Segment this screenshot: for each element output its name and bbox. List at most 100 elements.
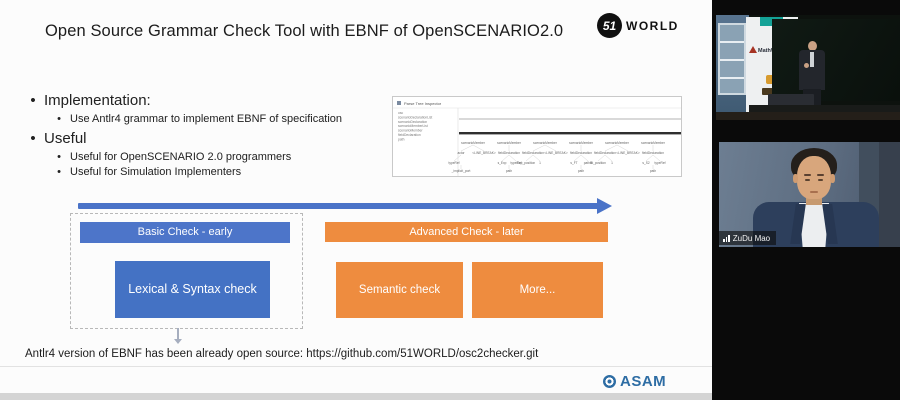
parse-tree-svg: Parse Tree InspectoroscscenarioDeclarati… — [393, 101, 681, 176]
video-tile-presenter-room[interactable]: MathWorks — [716, 15, 900, 120]
footnote-open-source-link: Antlr4 version of EBNF has been already … — [25, 348, 539, 360]
banner-teal-tab — [760, 17, 783, 26]
participant-ear — [793, 174, 798, 183]
svg-text:scenarioMember: scenarioMember — [461, 141, 486, 145]
bullet-implementation: • Implementation: — [22, 92, 151, 109]
svg-text:<LINE_BREAK>: <LINE_BREAK> — [616, 151, 640, 155]
bullet-sub-label: Use Antlr4 grammar to implement EBNF of … — [70, 113, 343, 125]
participant-neck — [806, 196, 822, 205]
presenter-hand — [804, 63, 809, 68]
footer-divider — [0, 366, 712, 367]
window-icon — [397, 101, 401, 105]
svg-text:scenarioMember: scenarioMember — [497, 141, 522, 145]
participant-eye — [818, 179, 823, 181]
participant-name-tag: ZuDu Mao — [719, 231, 777, 245]
presenter-shirt — [810, 52, 814, 67]
bullet-dot: • — [30, 92, 36, 109]
svg-text:_implicit_port: _implicit_port — [451, 169, 471, 173]
svg-text:fieldDeclaration: fieldDeclaration — [570, 151, 592, 155]
participant-eyebrow — [817, 174, 824, 176]
signal-bars-icon — [723, 234, 730, 242]
advanced-check-bar: Advanced Check - later — [325, 222, 608, 242]
svg-text:scenarioDeclarationList: scenarioDeclarationList — [398, 115, 432, 119]
svg-text:s_Exp: s_Exp — [498, 161, 507, 165]
svg-text:scenarioMember: scenarioMember — [569, 141, 594, 145]
svg-text:s_S2: s_S2 — [642, 161, 649, 165]
bullet-implementation-sub: • Use Antlr4 grammar to implement EBNF o… — [48, 113, 342, 125]
timeline-arrow — [78, 203, 599, 209]
basic-check-group-outline — [70, 213, 303, 329]
bullet-dot: • — [30, 130, 36, 147]
asam-logo-text: ASAM — [620, 373, 667, 390]
svg-text:scenarioDeclaration: scenarioDeclaration — [398, 120, 427, 124]
bullet-dot: • — [57, 113, 61, 125]
participant-ear — [830, 174, 835, 183]
bullet-useful-sub1: • Useful for OpenSCENARIO 2.0 programmer… — [48, 151, 291, 163]
participant-name: ZuDu Mao — [732, 233, 771, 243]
asam-logo-icon — [603, 375, 616, 388]
room-floor-edge — [716, 112, 900, 120]
participant-eyebrow — [804, 174, 811, 176]
svg-text:typeRef: typeRef — [511, 161, 522, 165]
asam-logo: ASAM — [603, 373, 666, 390]
presentation-slide: Open Source Grammar Check Tool with EBNF… — [0, 0, 712, 400]
video-tile-participant[interactable]: ZuDu Mao — [719, 142, 900, 247]
more-check-box: More... — [472, 262, 603, 318]
podium-desk — [768, 94, 814, 108]
bullet-dot: • — [57, 151, 61, 163]
51world-logo-word: WORLD — [626, 18, 679, 33]
presenter-head — [808, 41, 817, 51]
svg-text:osc: osc — [398, 111, 403, 115]
video-panel: MathWorks — [712, 0, 900, 400]
bullet-sub-label: Useful for Simulation Implementers — [70, 166, 242, 178]
background-corner — [879, 142, 900, 247]
svg-text:<LINE_BREAK>: <LINE_BREAK> — [472, 151, 496, 155]
svg-text:fieldDeclaration: fieldDeclaration — [498, 151, 520, 155]
svg-text:fieldDeclaration: fieldDeclaration — [594, 151, 616, 155]
bullet-label: Implementation: — [44, 92, 151, 109]
connector-arrow-icon — [174, 339, 182, 344]
svg-text:actor: actor — [457, 151, 465, 155]
svg-text:path: path — [578, 169, 584, 173]
svg-text:fieldDeclaration: fieldDeclaration — [642, 151, 664, 155]
svg-text:path: path — [650, 169, 656, 173]
svg-text:scenarioMember: scenarioMember — [533, 141, 558, 145]
svg-text:1: 1 — [539, 161, 541, 165]
slide-title: Open Source Grammar Check Tool with EBNF… — [45, 22, 564, 40]
svg-text:s_FT: s_FT — [570, 161, 577, 165]
svg-text:<LINE_BREAK>: <LINE_BREAK> — [544, 151, 568, 155]
bullet-useful: • Useful — [22, 130, 87, 147]
bullet-dot: • — [57, 166, 61, 178]
banner-logo-mark — [762, 88, 777, 95]
51world-logo-icon: 51 — [597, 13, 622, 38]
connector-line — [177, 328, 179, 339]
svg-text:At_position: At_position — [590, 161, 606, 165]
svg-text:scenarioMember: scenarioMember — [605, 141, 630, 145]
svg-text:typeRef: typeRef — [655, 161, 666, 165]
projection-screen — [772, 19, 900, 101]
bullet-label: Useful — [44, 130, 87, 147]
svg-text:fieldDeclaration: fieldDeclaration — [522, 151, 544, 155]
svg-text:scenarioMemberList: scenarioMemberList — [398, 124, 428, 128]
participant-eye — [805, 179, 810, 181]
mathworks-logo-icon — [749, 46, 757, 53]
svg-text:fieldDeclaration: fieldDeclaration — [398, 133, 421, 137]
slide-bottom-edge — [0, 393, 712, 400]
participant-face — [797, 156, 831, 199]
banner-logo-mark — [766, 75, 777, 84]
svg-text:Exp_position: Exp_position — [517, 161, 535, 165]
semantic-check-box: Semantic check — [336, 262, 463, 318]
bullet-sub-label: Useful for OpenSCENARIO 2.0 programmers — [70, 151, 292, 163]
svg-text:scenarioMember: scenarioMember — [398, 129, 423, 133]
svg-text:path: path — [398, 137, 405, 141]
svg-text:path: path — [506, 169, 512, 173]
svg-text:typeRef: typeRef — [449, 161, 460, 165]
svg-text:Parse Tree Inspector: Parse Tree Inspector — [404, 101, 442, 106]
basic-check-bar: Basic Check - early — [80, 222, 290, 243]
participant-mouth — [810, 191, 818, 193]
svg-text:pathN: pathN — [584, 161, 593, 165]
svg-text:1: 1 — [611, 161, 613, 165]
lexical-syntax-check-box: Lexical & Syntax check — [115, 261, 270, 318]
